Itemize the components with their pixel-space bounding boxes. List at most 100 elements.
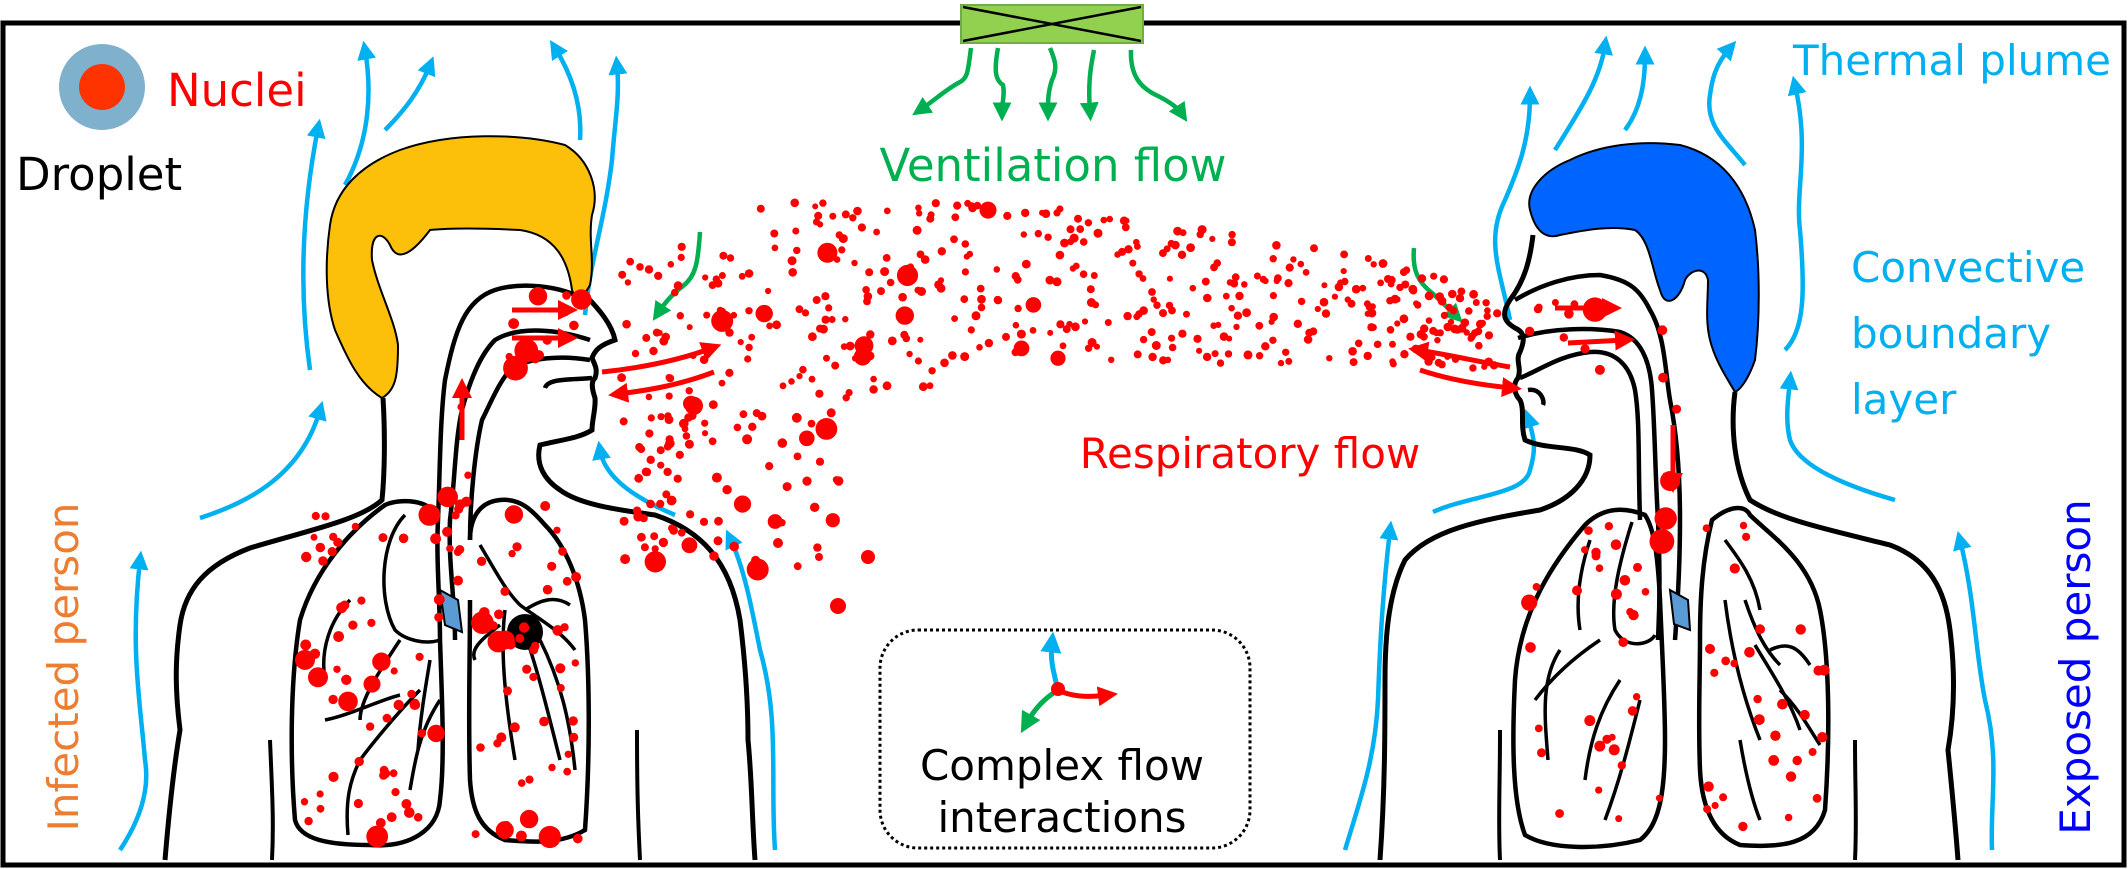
droplet-particle bbox=[1255, 321, 1264, 330]
thermal-arrow-icon bbox=[301, 118, 326, 371]
droplet-particle bbox=[665, 392, 673, 400]
droplet-particle bbox=[709, 551, 719, 561]
droplet-particle bbox=[1303, 335, 1313, 344]
droplet-particle bbox=[390, 667, 398, 675]
droplet-particle bbox=[316, 790, 324, 798]
droplet-particle bbox=[304, 816, 313, 826]
droplet-particle bbox=[1641, 588, 1650, 596]
droplet-particle bbox=[647, 414, 655, 422]
droplet-particle bbox=[618, 270, 627, 279]
droplet-particle bbox=[1633, 562, 1642, 572]
droplet-particle bbox=[1011, 348, 1020, 357]
droplet-particle bbox=[841, 210, 850, 219]
droplet-particle bbox=[348, 620, 358, 630]
droplet-particle bbox=[1326, 355, 1333, 362]
droplet-particle bbox=[718, 272, 726, 279]
droplet-particle bbox=[788, 378, 795, 385]
inhale-arrow-icon bbox=[1419, 367, 1522, 398]
droplet-particle bbox=[742, 434, 753, 445]
droplet-particle bbox=[1297, 297, 1306, 306]
droplet-particle bbox=[1121, 223, 1130, 232]
thermal-arrow-icon bbox=[1432, 408, 1540, 515]
droplet-particle bbox=[1196, 347, 1203, 354]
droplet-particle bbox=[920, 255, 930, 264]
droplet-particle bbox=[644, 551, 666, 573]
exposed-oral-cavity bbox=[1519, 349, 1643, 521]
droplet-particle bbox=[928, 367, 936, 375]
droplet-particle bbox=[1124, 245, 1133, 254]
droplet-particle bbox=[1129, 259, 1137, 267]
droplet-particle bbox=[503, 355, 528, 381]
droplet-particle bbox=[1525, 326, 1535, 336]
droplet-particle bbox=[542, 335, 552, 345]
droplet-particle bbox=[1401, 280, 1410, 289]
droplet-particle bbox=[971, 311, 981, 321]
droplet-particle bbox=[821, 292, 830, 301]
droplet-particle bbox=[896, 264, 919, 286]
droplet-particle bbox=[662, 490, 671, 499]
droplet-particle bbox=[865, 351, 875, 361]
droplet-particle bbox=[796, 373, 803, 380]
droplet-particle bbox=[869, 385, 878, 394]
droplet-particle bbox=[1610, 588, 1622, 600]
droplet-particle bbox=[1197, 225, 1207, 235]
droplet-particle bbox=[530, 353, 541, 364]
droplet-particle bbox=[1451, 355, 1460, 363]
droplet-particle bbox=[1493, 309, 1502, 318]
droplet-particle bbox=[833, 256, 841, 263]
droplet-particle bbox=[548, 763, 556, 772]
droplet-particle bbox=[1770, 730, 1781, 741]
droplet-particle bbox=[658, 537, 669, 548]
droplet-particle bbox=[1003, 211, 1012, 220]
droplet-particle bbox=[529, 672, 538, 682]
convective-label-line: layer bbox=[1851, 375, 1957, 424]
droplet-particle bbox=[829, 212, 837, 220]
respiratory-flow-label: Respiratory flow bbox=[1080, 429, 1421, 478]
droplet-particle bbox=[916, 250, 925, 259]
droplet-particle bbox=[1465, 307, 1473, 315]
droplet-particle bbox=[1285, 357, 1293, 365]
thermal-arrow-icon bbox=[1779, 370, 1896, 503]
droplet-particle bbox=[900, 330, 909, 339]
droplet-particle bbox=[442, 526, 453, 537]
droplet-particle bbox=[1084, 344, 1093, 352]
droplet-particle bbox=[802, 476, 812, 486]
droplet-particle bbox=[916, 210, 923, 217]
droplet-particle bbox=[931, 199, 940, 208]
droplet-particle bbox=[756, 204, 765, 213]
droplet-particle bbox=[503, 686, 512, 696]
droplet-particle bbox=[1408, 284, 1418, 294]
droplet-particle bbox=[1632, 693, 1641, 701]
droplet-particle bbox=[645, 393, 653, 401]
exposed-body-outline bbox=[1730, 391, 1961, 861]
droplet-particle bbox=[528, 287, 548, 306]
droplet-particle bbox=[1227, 238, 1236, 247]
droplet-particle bbox=[979, 201, 997, 219]
droplet-particle bbox=[1649, 529, 1675, 554]
droplet-particle bbox=[1617, 761, 1627, 770]
droplet-particle bbox=[564, 750, 572, 758]
droplet-particle bbox=[1261, 342, 1270, 351]
droplet-particle bbox=[960, 295, 969, 303]
droplet-particle bbox=[398, 533, 409, 544]
droplet-particle bbox=[1472, 299, 1480, 306]
droplet-particle bbox=[301, 551, 312, 563]
droplet-particle bbox=[1615, 815, 1623, 823]
droplet-particle bbox=[365, 722, 375, 731]
droplet-particle bbox=[542, 584, 553, 595]
droplet-particle bbox=[849, 214, 857, 222]
droplet-particle bbox=[821, 315, 830, 324]
droplet-particle bbox=[1153, 301, 1161, 309]
droplet-particle bbox=[880, 267, 890, 277]
infected-left-lung bbox=[289, 498, 445, 848]
droplet-particle bbox=[1092, 301, 1100, 309]
droplet-particle bbox=[363, 675, 381, 693]
droplet-particle bbox=[471, 830, 480, 839]
droplet-particle bbox=[634, 473, 644, 483]
droplet-particle bbox=[702, 274, 709, 281]
droplet-particle bbox=[433, 594, 445, 605]
droplet-particle bbox=[555, 663, 566, 674]
exposed-trachea-node bbox=[1668, 588, 1692, 632]
droplet-particle bbox=[1233, 311, 1243, 320]
droplet-particle bbox=[665, 374, 673, 381]
